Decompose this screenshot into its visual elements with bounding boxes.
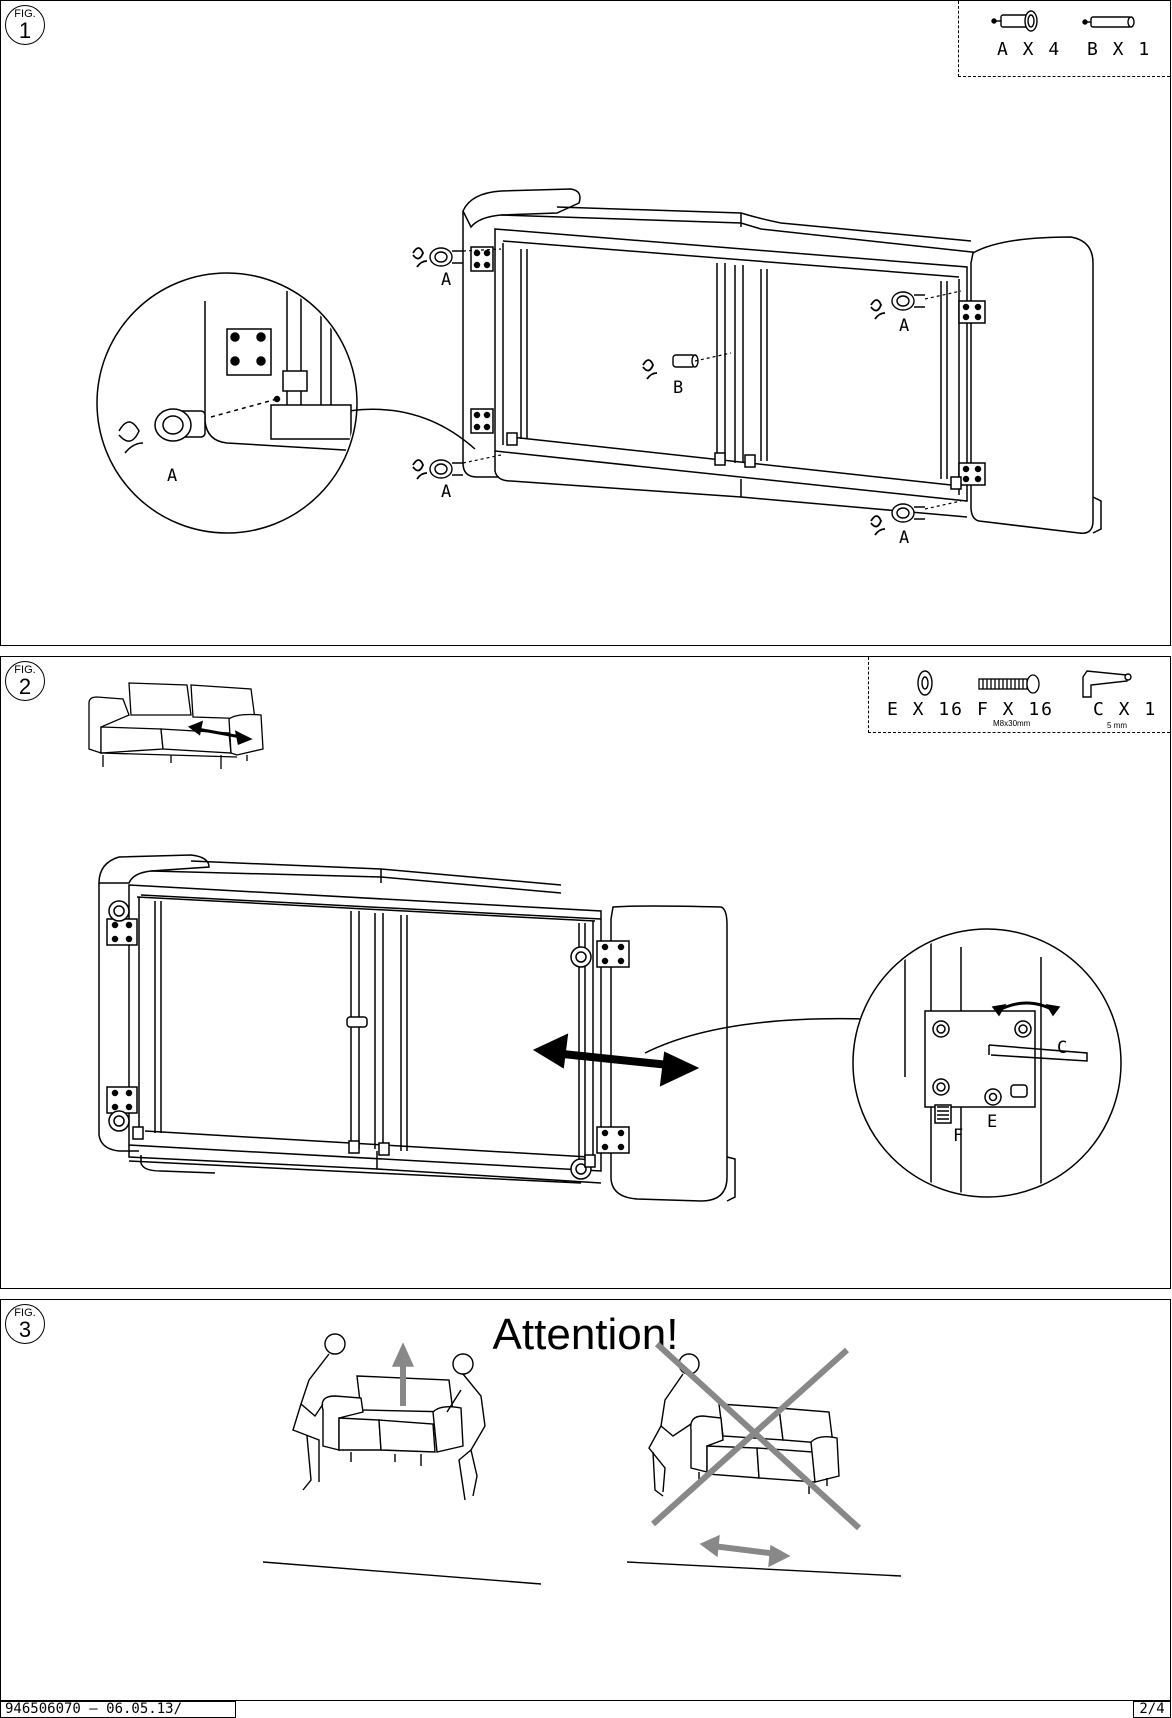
parts-icons-2 [917, 670, 1132, 698]
parts-box-1: A X 4 B X 1 [958, 1, 1170, 77]
feet-a [429, 247, 925, 523]
sofa-thumbnail [88, 682, 264, 769]
document-code: 946506070 — 06.05.13/ [0, 1701, 236, 1718]
part-a-icon [991, 10, 1038, 32]
callout-a-4: A [899, 528, 909, 548]
part-a-count: A X 4 [997, 39, 1062, 60]
part-c-count: C X 1 [1093, 699, 1158, 720]
detail-callout-e: E [987, 1112, 997, 1132]
detail-callout-f: F [953, 1126, 963, 1146]
figure-number: 2 [18, 674, 32, 699]
callout-a-3: A [899, 316, 909, 336]
figure-1-badge: FIG. 1 [5, 5, 45, 45]
lift-correct-illustration [262, 1333, 542, 1585]
thumb-arrow [187, 720, 253, 746]
figure-label: FIG. [14, 664, 36, 676]
figure-label: FIG. [14, 8, 36, 20]
detail-circle-2 [644, 928, 1122, 1198]
rotate-arrows-1 [412, 247, 886, 536]
detail-callout-a: A [167, 466, 177, 486]
attention-title: Attention! [492, 1310, 679, 1359]
washer-e-icon [917, 670, 933, 696]
part-f-count: F X 16 [977, 699, 1055, 720]
part-b-icon [1082, 16, 1135, 28]
slide-arrow [532, 1033, 700, 1087]
fig2-drawing: C E F [88, 682, 1122, 1202]
part-e-count: E X 16 [887, 699, 965, 720]
detail-circle-1 [96, 272, 476, 534]
fig1-drawing: A A A A B [96, 188, 1102, 548]
part-f-size: M8x30mm [993, 719, 1031, 728]
sofa-underside-1 [462, 188, 1102, 534]
callout-b: B [673, 378, 683, 398]
figure-number: 3 [18, 1317, 32, 1342]
allen-key-c-icon [1082, 670, 1132, 698]
figure-3-panel: FIG. 3 Attention! [0, 1299, 1171, 1701]
part-c-size: 5 mm [1107, 721, 1127, 730]
parts-box-2: E X 16 F X 16 C X 1 M8x30mm 5 mm [868, 657, 1170, 733]
callout-a-2: A [441, 482, 451, 502]
fig3-drawing [262, 1333, 902, 1585]
page-number: 2/4 [1133, 1701, 1171, 1718]
feet-dashes [462, 248, 962, 510]
figure-label: FIG. [14, 1307, 36, 1319]
figure-2-panel: FIG. 2 E X 16 F X 16 C X 1 M8x30mm 5 mm [0, 656, 1171, 1289]
figure-number: 1 [18, 18, 32, 43]
figure-3-badge: FIG. 3 [5, 1304, 45, 1344]
callout-a-1: A [441, 270, 451, 290]
figure-1-panel: FIG. 1 A X 4 B X 1 [0, 0, 1171, 646]
drag-wrong-illustration [626, 1341, 902, 1577]
sofa-underside-2 [98, 854, 736, 1202]
parts-icons-1 [991, 10, 1135, 32]
detail-callout-c: C [1057, 1038, 1067, 1058]
part-b-count: B X 1 [1087, 39, 1152, 60]
figure-2-badge: FIG. 2 [5, 661, 45, 701]
bolt-f-icon [978, 674, 1040, 694]
